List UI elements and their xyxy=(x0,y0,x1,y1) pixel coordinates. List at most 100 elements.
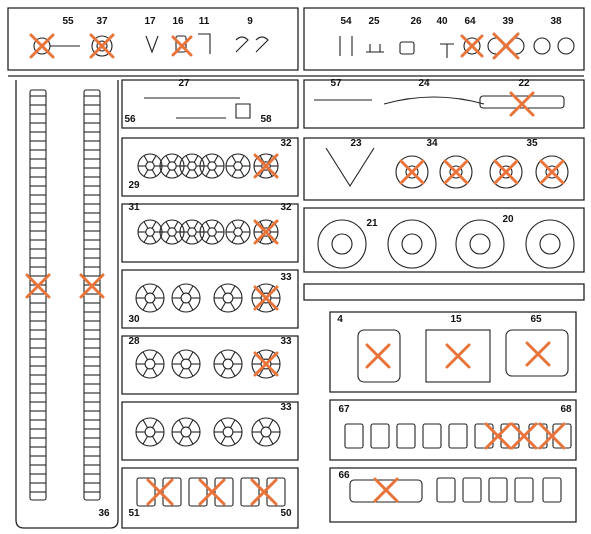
sprue-frames xyxy=(7,7,585,529)
parts xyxy=(29,33,575,507)
wheel-spoke xyxy=(185,155,191,163)
wheel-spoke xyxy=(213,221,219,229)
cross-68b xyxy=(510,422,538,450)
frame-wheels-31 xyxy=(121,203,299,263)
wheel-hub xyxy=(180,426,192,438)
wheel-hub xyxy=(180,358,192,370)
cross-32a-b xyxy=(253,153,279,179)
wheel-hub xyxy=(145,227,155,237)
cross-35b xyxy=(539,159,565,185)
cross-16 xyxy=(171,35,193,57)
cross-51c-b xyxy=(250,478,278,506)
cross-32a xyxy=(253,153,279,179)
part-label-20: 20 xyxy=(502,214,514,225)
wheel-spoke xyxy=(239,235,245,243)
wheel-spoke xyxy=(205,169,211,177)
cross-68a xyxy=(484,422,512,450)
wheel-spoke xyxy=(173,169,179,177)
wheel-spoke xyxy=(142,367,149,377)
wheel-spoke xyxy=(231,169,237,177)
wheel-hub xyxy=(222,292,234,304)
wheel-hub xyxy=(222,358,234,370)
wheel-spoke xyxy=(220,367,227,377)
part-label-16: 16 xyxy=(172,16,184,27)
wheel-spoke xyxy=(213,155,219,163)
wheel-spoke xyxy=(267,351,274,361)
part-22 xyxy=(479,95,565,109)
wheel-spoke xyxy=(229,367,236,377)
wheel-hub xyxy=(144,426,156,438)
wheel-spoke xyxy=(165,155,171,163)
wheel-hub xyxy=(144,358,156,370)
wheel-spoke xyxy=(258,301,265,311)
frame-wheels-28 xyxy=(121,335,299,395)
part-25 xyxy=(366,44,384,53)
cross-36a xyxy=(25,273,51,299)
cross-55-b xyxy=(29,33,55,59)
wheel-spoke xyxy=(220,435,227,445)
part-label-32: 32 xyxy=(280,138,292,149)
cross-33b-b xyxy=(253,351,279,377)
cross-33a-b xyxy=(253,285,279,311)
part-block xyxy=(528,423,548,449)
part-block xyxy=(344,423,364,449)
wheel-spoke xyxy=(267,285,274,295)
wheel-spoke xyxy=(143,155,149,163)
cross-32b-b xyxy=(253,219,279,245)
part-gear-hub xyxy=(499,165,513,179)
cross-64-b xyxy=(460,34,484,58)
part-label-38: 38 xyxy=(550,16,562,27)
cross-66-b xyxy=(373,477,399,503)
wheel-spoke xyxy=(258,419,265,429)
cross-34a-b xyxy=(399,159,425,185)
part-block xyxy=(422,423,442,449)
cross-51a-b xyxy=(146,478,174,506)
wheel-spoke xyxy=(220,285,227,295)
frame-parts-51 xyxy=(121,467,299,529)
wheel-spoke xyxy=(178,301,185,311)
cross-4-b xyxy=(365,343,391,369)
part-disc-center xyxy=(401,233,423,255)
part-disc-center xyxy=(331,233,353,255)
part-38b xyxy=(557,37,575,55)
wheel-spoke xyxy=(143,169,149,177)
cross-64 xyxy=(460,34,484,58)
cross-32b xyxy=(253,219,279,245)
part-block xyxy=(370,423,390,449)
wheel-spoke xyxy=(151,419,158,429)
wheel-hub xyxy=(167,227,177,237)
wheel-spoke xyxy=(151,221,157,229)
wheel-spoke xyxy=(165,221,171,229)
part-label-26: 26 xyxy=(410,16,422,27)
wheel-spoke xyxy=(193,155,199,163)
wheel-spoke xyxy=(258,285,265,295)
cross-39 xyxy=(492,32,520,60)
part-block xyxy=(240,477,260,507)
cross-65-b xyxy=(525,341,551,367)
frame-parts-66 xyxy=(329,467,577,523)
wheel-spoke xyxy=(239,169,245,177)
wheel-spoke xyxy=(178,419,185,429)
part-label-9: 9 xyxy=(247,16,253,27)
wheel-spoke xyxy=(193,169,199,177)
part-24 xyxy=(383,96,485,105)
wheel-spoke xyxy=(151,285,158,295)
wheel-hub xyxy=(233,227,243,237)
part-disc-center xyxy=(539,233,561,255)
part-66 xyxy=(349,479,423,503)
wheel-spoke xyxy=(178,351,185,361)
cross-37-b xyxy=(89,33,115,59)
part-block xyxy=(396,423,416,449)
wheel-spoke xyxy=(229,301,236,311)
cross-68b-b xyxy=(510,422,538,450)
wheel-spoke xyxy=(231,235,237,243)
part-label-32: 32 xyxy=(280,202,292,213)
part-40 xyxy=(440,43,454,58)
wheel-spoke xyxy=(187,419,194,429)
wheel-hub xyxy=(233,161,243,171)
part-block xyxy=(462,477,482,503)
cross-68a-b xyxy=(484,422,512,450)
wheel-spoke xyxy=(258,351,265,361)
wheel-spoke xyxy=(178,435,185,445)
